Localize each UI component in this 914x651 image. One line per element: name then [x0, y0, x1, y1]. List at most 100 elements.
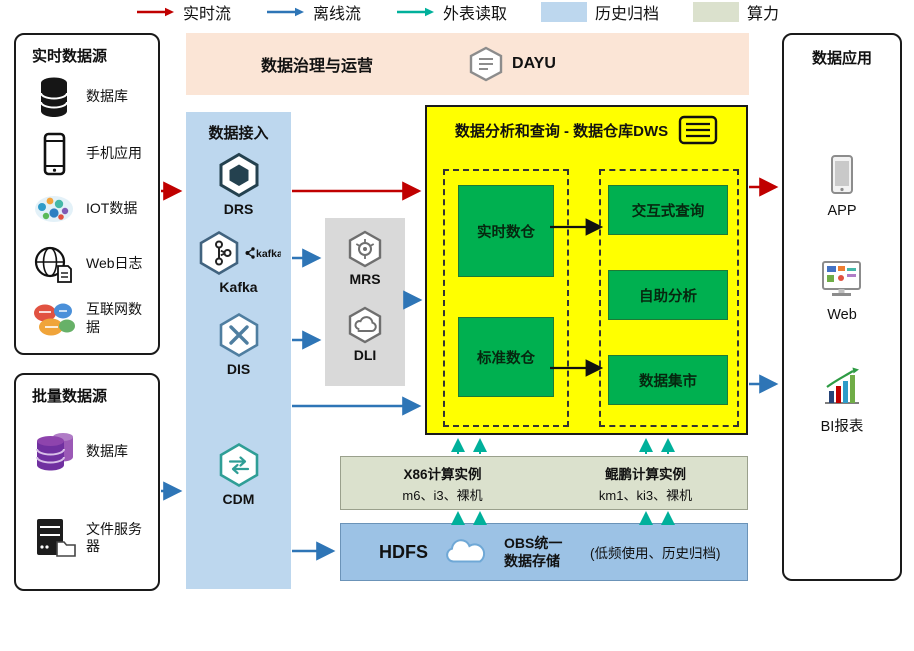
dayu-icon [468, 46, 504, 82]
list-item: 手机应用 [20, 132, 154, 176]
compute-x86-title: X86计算实例 [403, 466, 482, 482]
mobile-phone-icon [30, 132, 78, 176]
realtime-sources-list: 数据库 手机应用 [20, 68, 154, 345]
ingestion-item-kafka: kafka Kafka [186, 230, 291, 295]
processing-item-dli: DLI [325, 306, 405, 363]
app-label: BI报表 [820, 419, 864, 435]
hdfs-label: HDFS [379, 541, 428, 562]
dws-title: 数据分析和查询 - 数据仓库DWS [454, 122, 669, 140]
list-item: 互联网数据 [20, 299, 154, 339]
batch-sources-list: 数据库 文件服务器 [20, 408, 154, 581]
dws-service-interactive-query: 交互式查询 [608, 185, 728, 235]
processing-box: MRS DLI [325, 218, 405, 386]
source-label: IOT数据 [86, 199, 138, 216]
list-item: 数据库 [20, 429, 154, 475]
governance-bar: 数据治理与运营 DAYU [186, 33, 749, 95]
blue-arrow-icon [266, 7, 304, 17]
source-label: 手机应用 [86, 144, 142, 161]
dws-title-row: 数据分析和查询 - 数据仓库DWS [427, 107, 746, 145]
dws-box: 数据分析和查询 - 数据仓库DWS 实时数仓 标准数仓 交互式查询 自助分析 数… [425, 105, 748, 435]
legend-label: 离线流 [312, 6, 361, 23]
file-server-icon [30, 516, 78, 560]
red-arrow-icon [136, 7, 174, 17]
obs-cloud-icon [442, 537, 490, 567]
kafka-logo: kafka [243, 245, 281, 261]
processing-label: MRS [349, 271, 381, 287]
app-label: APP [827, 203, 857, 219]
cdm-hexagon-icon [216, 442, 262, 488]
obs-note: (低频使用、历史归档) [590, 546, 721, 561]
dws-service-data-mart: 数据集市 [608, 355, 728, 405]
ingestion-label: CDM [222, 491, 255, 507]
legend-item-compute: 算力 [693, 0, 779, 24]
realtime-sources-panel: 实时数据源 数据库 [14, 33, 160, 355]
dws-service-self-analysis: 自助分析 [608, 270, 728, 320]
legend-item-offline: 离线流 [265, 0, 361, 24]
compute-kunpeng-detail: km1、ki3、裸机 [598, 487, 693, 503]
list-item: 文件服务器 [20, 516, 154, 560]
ingestion-column: 数据接入 DRS [186, 112, 291, 589]
processing-label: DLI [353, 347, 377, 363]
app-phone-icon [820, 153, 864, 197]
iot-cloud-icon [30, 189, 78, 229]
ingestion-item-dis: DIS [186, 312, 291, 377]
legend-label: 实时流 [182, 6, 231, 23]
internet-data-icon [30, 299, 78, 339]
source-label: 数据库 [86, 87, 128, 104]
svg-text:kafka: kafka [256, 248, 281, 260]
applications-title: 数据应用 [811, 50, 872, 67]
mrs-hexagon-icon [346, 230, 384, 268]
app-item-app: APP [784, 153, 900, 219]
legend-item-archive: 历史归档 [541, 0, 659, 24]
ingestion-label: DRS [223, 201, 254, 217]
kafka-hexagon-icon [196, 230, 242, 276]
dis-hexagon-icon [216, 312, 262, 358]
source-label: 互联网数据 [86, 301, 142, 335]
applications-panel: 数据应用 APP [782, 33, 902, 581]
legend-item-external-read: 外表读取 [395, 0, 507, 24]
legend-item-realtime: 实时流 [135, 0, 231, 24]
ingestion-item-cdm: CDM [186, 442, 291, 507]
processing-item-mrs: MRS [325, 230, 405, 287]
app-label: Web [827, 307, 857, 323]
governance-title: 数据治理与运营 [261, 58, 374, 75]
ingestion-title: 数据接入 [208, 125, 269, 142]
compute-instances-bar: X86计算实例 m6、i3、裸机 鲲鹏计算实例 km1、ki3、裸机 [340, 456, 748, 510]
legend-label: 外表读取 [442, 6, 507, 23]
bi-chart-icon [819, 365, 865, 409]
list-item: 数据库 [20, 75, 154, 119]
batch-sources-panel: 批量数据源 数据库 [14, 373, 160, 591]
batch-sources-title: 批量数据源 [32, 388, 108, 405]
teal-arrow-icon [396, 7, 434, 17]
drs-hexagon-icon [216, 152, 262, 198]
source-label: Web日志 [86, 254, 143, 271]
compute-x86: X86计算实例 m6、i3、裸机 [341, 457, 544, 509]
storage-bar: HDFS OBS统一数据存储 (低频使用、历史归档) [340, 523, 748, 581]
legend-label: 算力 [747, 6, 780, 23]
ingestion-label: DIS [226, 361, 251, 377]
dws-warehouse-standard: 标准数仓 [458, 317, 554, 397]
database-icon [30, 75, 78, 119]
realtime-sources-title: 实时数据源 [32, 48, 108, 65]
list-item: Web日志 [20, 242, 154, 286]
source-label: 数据库 [86, 443, 128, 459]
legend-label: 历史归档 [595, 6, 660, 23]
compute-x86-detail: m6、i3、裸机 [402, 487, 483, 503]
database-cluster-icon [30, 429, 78, 475]
list-item: IOT数据 [20, 189, 154, 229]
compute-kunpeng: 鲲鹏计算实例 km1、ki3、裸机 [544, 457, 747, 509]
warehouse-group-frame [443, 169, 569, 427]
legend: 实时流 离线流 外表读取 历史归档 算力 [0, 0, 914, 24]
app-item-bi: BI报表 [784, 365, 900, 436]
dayu-label: DAYU [512, 55, 556, 72]
source-label: 文件服务器 [86, 520, 142, 555]
web-log-icon [30, 242, 78, 286]
compute-kunpeng-title: 鲲鹏计算实例 [605, 466, 686, 482]
ingestion-label: Kafka [219, 279, 258, 295]
dayu-group: DAYU [468, 46, 556, 82]
app-item-web: Web [784, 257, 900, 323]
ingestion-item-drs: DRS [186, 152, 291, 217]
obs-label: OBS统一数据存储 [504, 534, 563, 569]
archive-swatch [541, 2, 587, 22]
